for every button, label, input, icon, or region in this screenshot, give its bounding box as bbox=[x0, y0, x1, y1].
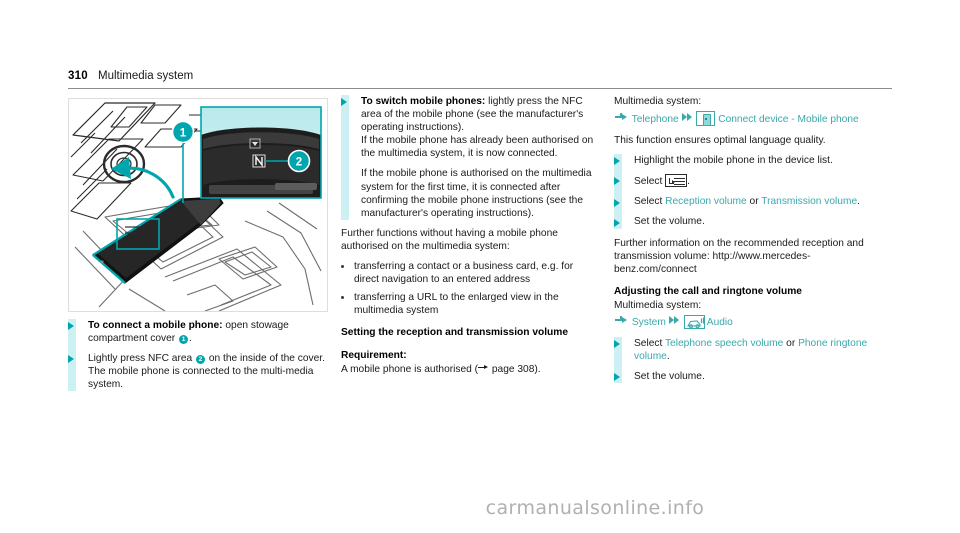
bullet-connect-mobile-phone: To connect a mobile phone: open stowage … bbox=[68, 319, 326, 345]
list-item: transferring a contact or a business car… bbox=[341, 260, 599, 286]
link-transmission-volume[interactable]: Transmission volume bbox=[761, 196, 858, 208]
requirement-text-a: A mobile phone is authorised ( bbox=[341, 363, 479, 375]
middle-bullet-group: To switch mobile phones: lightly press t… bbox=[341, 95, 599, 220]
step-speech-mid: or bbox=[783, 338, 799, 350]
menu-path-segment-connect-device[interactable]: Connect device - Mobile phone bbox=[718, 114, 859, 126]
menu-path-segment-audio[interactable]: Audio bbox=[706, 317, 733, 329]
enter-arrow-icon bbox=[614, 113, 629, 123]
step-set-volume-1: Set the volume. bbox=[614, 215, 892, 228]
menu-path-system-audio: System Audio bbox=[614, 315, 892, 330]
requirement-label: Requirement: bbox=[341, 349, 407, 361]
step-volume-text-b: . bbox=[857, 196, 860, 208]
menu-path-segment-telephone[interactable]: Telephone bbox=[631, 114, 679, 126]
step-select-speech-ringtone-volume: Select Telephone speech volume or Phone … bbox=[614, 337, 892, 363]
double-arrow-icon bbox=[681, 113, 694, 122]
double-arrow-icon bbox=[668, 316, 681, 325]
step-set-volume-2: Set the volume. bbox=[614, 370, 892, 383]
further-information-text: Further information on the recommended r… bbox=[614, 237, 864, 275]
watermark-text: carmanualsonline.info bbox=[485, 497, 705, 519]
audio-icon bbox=[683, 315, 705, 330]
page-reference-arrow-icon bbox=[478, 364, 489, 372]
step-highlight-mobile-phone: Highlight the mobile phone in the device… bbox=[614, 154, 892, 167]
figure-callout-2: 2 bbox=[296, 156, 302, 168]
bullet-press-nfc-area: Lightly press NFC area 2 on the inside o… bbox=[68, 352, 326, 391]
page-number: 310 bbox=[68, 70, 88, 82]
requirement-text-b: page 308). bbox=[489, 363, 541, 375]
step-select-text-b: . bbox=[687, 176, 690, 188]
left-bullet-group: To connect a mobile phone: open stowage … bbox=[68, 319, 326, 392]
menu-path-segment-system[interactable]: System bbox=[631, 317, 666, 329]
enter-arrow-icon bbox=[614, 316, 629, 326]
step-select-options: Select . bbox=[614, 174, 892, 188]
section-heading-call-ringtone-volume: Adjusting the call and ringtone volume bbox=[614, 285, 802, 297]
bullet-switch-para2: If the mobile phone has already been aut… bbox=[361, 135, 594, 160]
bullet-nfc-text-b: on the inside of the cover. bbox=[206, 353, 325, 365]
step-volume-text-a: Select bbox=[634, 196, 666, 208]
column-middle: To switch mobile phones: lightly press t… bbox=[341, 95, 599, 376]
multimedia-system-lead-2: Multimedia system: bbox=[614, 299, 702, 311]
list-item: transferring a URL to the enlarged view … bbox=[341, 291, 599, 317]
header-divider bbox=[68, 88, 892, 89]
watermark: carmanualsonline.info bbox=[0, 497, 960, 519]
bullet-connect-text: open stowage compartment cover bbox=[88, 320, 289, 345]
bullet-nfc-text-a: Lightly press NFC area bbox=[88, 353, 196, 365]
step-speech-text-a: Select bbox=[634, 338, 665, 350]
link-telephone-speech-volume[interactable]: Telephone speech volume bbox=[664, 338, 784, 350]
multimedia-system-lead: Multimedia system: bbox=[614, 96, 702, 107]
options-list-icon bbox=[665, 174, 688, 188]
bullet-switch-mobile-phones: To switch mobile phones: lightly press t… bbox=[341, 95, 599, 220]
column-right: Multimedia system: Telephone Connect dev… bbox=[614, 95, 892, 384]
device-icon bbox=[696, 111, 716, 127]
further-functions-list: transferring a contact or a business car… bbox=[341, 260, 599, 317]
further-functions-intro: Further functions without having a mobil… bbox=[341, 227, 558, 252]
inline-callout-1: 1 bbox=[179, 335, 189, 345]
section-heading-reception-transmission: Setting the reception and transmission v… bbox=[341, 327, 568, 339]
step-select-text-a: Select bbox=[634, 176, 666, 188]
bullet-nfc-text-c: The mobile phone is connected to the mul… bbox=[88, 366, 314, 391]
bullet-switch-para3: If the mobile phone is authorised on the… bbox=[361, 168, 592, 219]
nfc-centre-console-figure: 1 2 bbox=[68, 98, 328, 312]
link-phone-ringtone-volume[interactable]: Phone ringtone volume bbox=[634, 338, 868, 363]
bullet-connect-label: To connect a mobile phone: bbox=[88, 320, 223, 331]
step-select-volume-type: Select Reception volume or Transmission … bbox=[614, 195, 892, 208]
step-volume-mid: or bbox=[746, 196, 762, 208]
column-left: To connect a mobile phone: open stowage … bbox=[68, 319, 326, 392]
menu-path-telephone: Telephone Connect device - Mobile phone bbox=[614, 111, 892, 127]
step-speech-text-b: . bbox=[666, 351, 670, 363]
link-reception-volume[interactable]: Reception volume bbox=[665, 196, 747, 208]
language-quality-note: This function ensures optimal language q… bbox=[614, 135, 826, 147]
bullet-switch-label: To switch mobile phones: bbox=[361, 96, 486, 107]
figure-illustration: 1 2 bbox=[69, 99, 327, 311]
bullet-connect-tail: . bbox=[189, 333, 192, 345]
requirement-text: A mobile phone is authorised ( page 308)… bbox=[341, 363, 599, 376]
page-header: 310 Multimedia system bbox=[68, 70, 892, 90]
bullet-switch-text: lightly press the NFC area of the mobile… bbox=[361, 96, 584, 134]
page-title: Multimedia system bbox=[98, 70, 194, 82]
right-step-group-2: Select Telephone speech volume or Phone … bbox=[614, 337, 892, 384]
figure-callout-1: 1 bbox=[180, 127, 187, 139]
right-step-group-1: Highlight the mobile phone in the device… bbox=[614, 154, 892, 229]
inline-callout-2: 2 bbox=[196, 355, 206, 365]
